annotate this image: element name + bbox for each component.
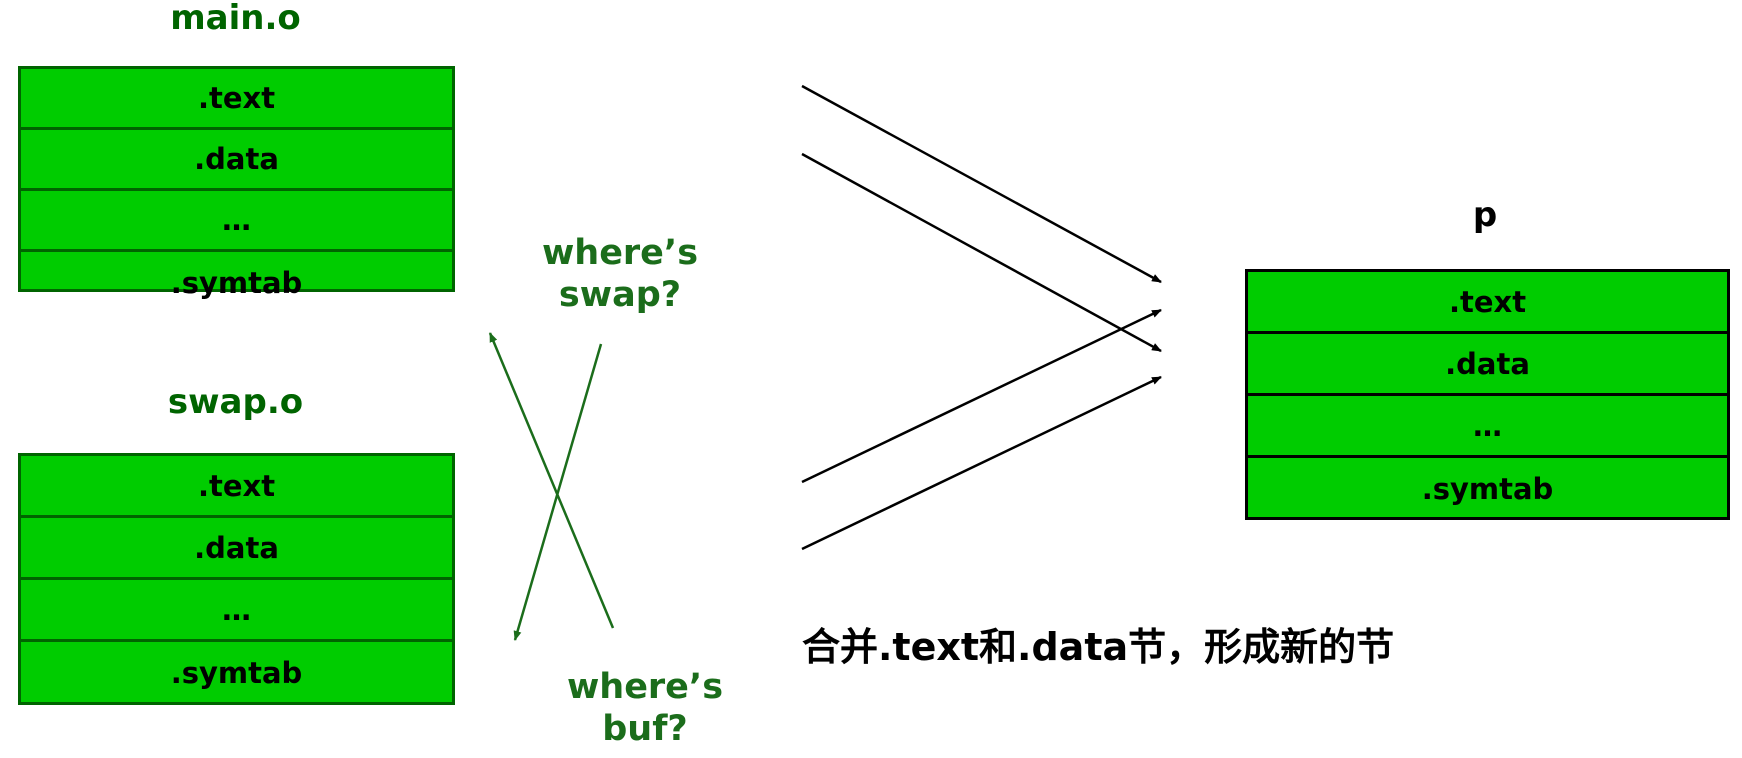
swap-o-data-section: .data [21,518,452,580]
merge-caption: 合并.text和.data节，形成新的节 [802,625,1395,669]
p-module: .text .data … .symtab [1245,269,1730,520]
merge-arrow-swap-text [801,308,1162,484]
swap-o-ellipsis-section: … [21,580,452,642]
p-ellipsis-section: … [1248,396,1727,458]
main-o-symtab-section: .symtab [170,265,303,300]
where-swap-line2: swap? [558,275,682,315]
where-swap-question: where’s swap? [520,232,720,316]
main-o-ellipsis-section: … [21,191,452,252]
main-o-module: .text .data … .symtab [18,66,455,300]
main-o-title: main.o [170,0,301,38]
merge-arrow-swap-data [801,375,1162,551]
where-buf-line1: where’s [566,667,724,707]
buf-ref-arrow [488,332,615,629]
p-data-section: .data [1248,334,1727,396]
swap-ref-arrow [513,343,603,641]
main-o-data-section: .data [21,130,452,191]
merge-arrow-main-data [801,152,1162,353]
where-buf-line2: buf? [602,709,688,749]
p-title: p [1472,195,1498,235]
p-text-section: .text [1248,272,1727,334]
swap-o-text-section: .text [21,456,452,518]
where-buf-question: where’s buf? [545,666,745,750]
swap-o-symtab-section: .symtab [170,656,303,690]
swap-o-title: swap.o [167,382,304,422]
swap-o-module: .text .data … .symtab [18,453,455,705]
main-o-text-section: .text [21,69,452,130]
merge-arrow-main-text [801,84,1162,284]
where-swap-line1: where’s [541,233,699,273]
p-symtab-section: .symtab [1421,472,1554,506]
